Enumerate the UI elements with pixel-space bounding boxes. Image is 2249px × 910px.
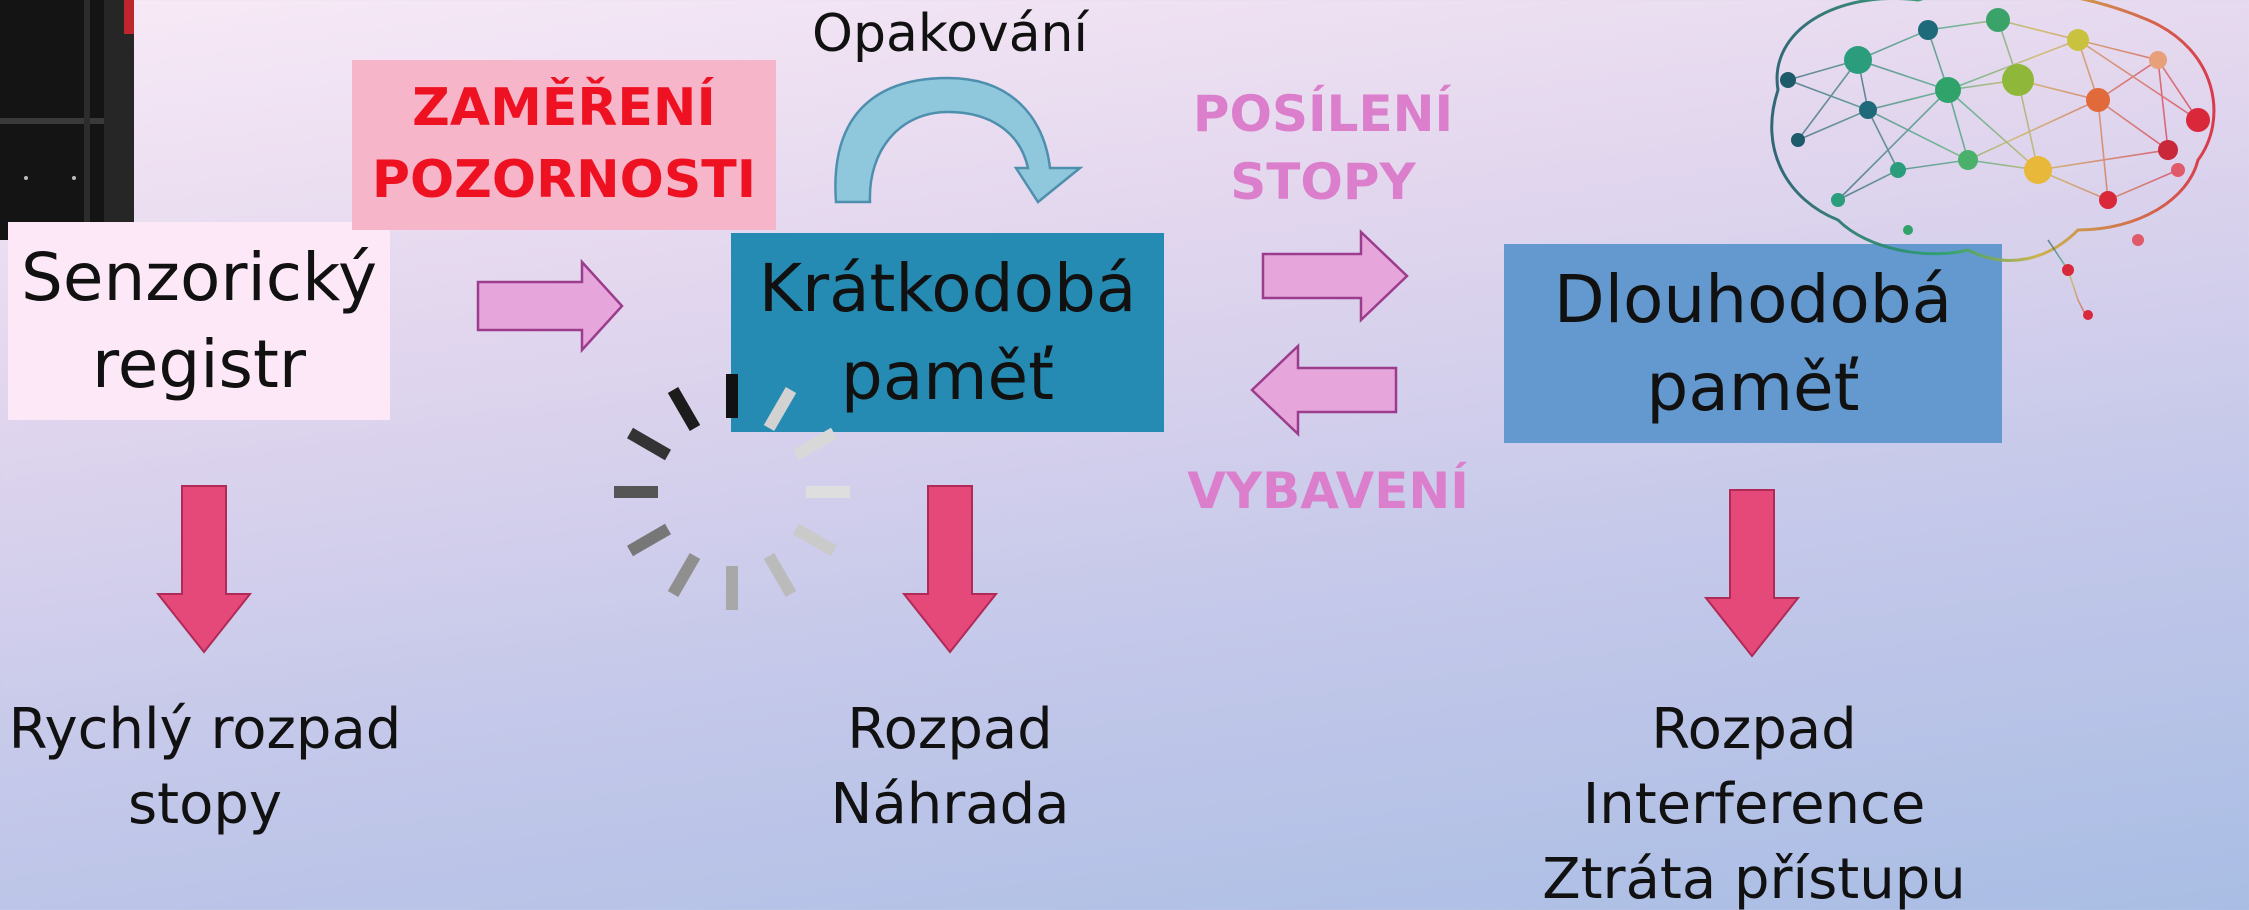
short-term-outcome-line2: Náhrada — [830, 772, 1070, 838]
brain-nodes — [1780, 8, 2210, 320]
arrow-down-sensory — [155, 485, 253, 654]
spinner-spoke — [763, 552, 797, 598]
sensory-outcome-line2: stopy — [127, 772, 283, 838]
long-term-outcome-line1: Rozpad — [1651, 697, 1857, 762]
long-term-outcome-line2: Interference — [1582, 772, 1926, 838]
rehearsal-label: Opakování — [812, 0, 1088, 70]
arrow-down-short-term — [901, 485, 999, 654]
rehearsal-curved-arrow — [834, 76, 1084, 204]
long-term-outcome: Rozpad Interference Ztráta přístupu — [1542, 692, 1966, 910]
short-term-outcome-line1: Rozpad — [847, 697, 1053, 762]
short-term-outcome: Rozpad Náhrada — [831, 692, 1070, 842]
spinner-spoke — [667, 386, 701, 432]
strengthening-label-line2: STOPY — [1230, 153, 1416, 211]
sensory-register-line1: Senzorický — [20, 238, 378, 316]
sensory-register-box: Senzorický registr — [8, 222, 390, 420]
attention-focus-box: ZAMĚŘENÍ POZORNOSTI — [352, 60, 776, 230]
long-term-memory-line1: Dlouhodobá — [1553, 261, 1953, 339]
short-term-memory-line1: Krátkodobá — [758, 250, 1137, 328]
arrow-long-term-to-short-term — [1250, 343, 1398, 437]
strengthening-label-line1: POSÍLENÍ — [1192, 85, 1454, 143]
long-term-memory-line2: paměť — [1646, 348, 1860, 426]
photo-fragment — [0, 0, 134, 240]
sensory-register-line2: registr — [92, 326, 306, 403]
spinner-spoke — [626, 427, 672, 461]
sensory-outcome-line1: Rychlý rozpad — [8, 697, 402, 762]
sensory-outcome: Rychlý rozpad stopy — [9, 692, 402, 842]
retrieval-label: VYBAVENÍ — [1187, 460, 1469, 523]
arrow-down-long-term — [1703, 489, 1801, 658]
spinner-spoke — [792, 427, 838, 461]
loading-spinner-icon — [614, 374, 850, 610]
long-term-memory-box: Dlouhodobá paměť — [1504, 244, 2002, 443]
short-term-memory-line2: paměť — [840, 337, 1055, 415]
long-term-outcome-line3: Ztráta přístupu — [1542, 847, 1966, 910]
brain-network-icon — [1770, 0, 2216, 321]
short-term-memory-box: Krátkodobá paměť — [731, 233, 1164, 432]
strengthening-label: POSÍLENÍ STOPY — [1193, 80, 1453, 216]
retrieval-label-text: VYBAVENÍ — [1187, 462, 1469, 520]
attention-focus-line1: ZAMĚŘENÍ — [412, 78, 716, 139]
spinner-spoke — [763, 386, 797, 432]
spinner-spoke — [626, 523, 672, 557]
spinner-spoke — [792, 523, 838, 557]
rehearsal-label-text: Opakování — [812, 4, 1088, 64]
arrow-short-term-to-long-term — [1261, 229, 1409, 323]
arrow-sensory-to-short-term — [476, 258, 624, 354]
attention-focus-line2: POZORNOSTI — [371, 150, 757, 210]
spinner-spoke — [667, 552, 701, 598]
